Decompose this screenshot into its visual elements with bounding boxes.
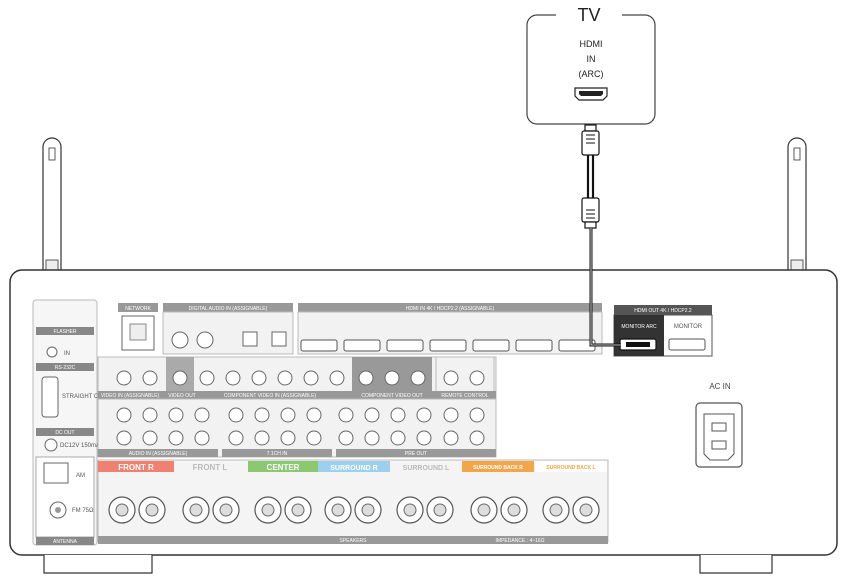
component-video-out-label: COMPONENT VIDEO OUT [361, 393, 422, 399]
straight-cable-label: STRAIGHT CABLE [62, 394, 114, 400]
hdmi-out-label: HDMI OUT 4K / HDCP2.2 [634, 308, 692, 314]
impedance-label: IMPEDANCE : 4~16Ω [496, 538, 545, 544]
rca-jacks-row1 [116, 370, 485, 386]
tv-hdmi-port-icon [574, 87, 608, 101]
tv-port-label-line1: HDMI [580, 39, 603, 49]
hdmi-in-ports [300, 339, 596, 352]
speaker-surround-back-r-strip [462, 461, 534, 472]
flasher-label: FLASHER [53, 329, 76, 335]
speaker-front-r-strip [98, 461, 174, 472]
hdmi-out-monitor-label: MONITOR [674, 324, 703, 330]
speaker-surround-l-label: SURROUND L [403, 465, 450, 472]
rs232c-label: RS-232C [55, 365, 76, 371]
audio-in-label: AUDIO IN (ASSIGNABLE) [129, 451, 188, 457]
network-label: NETWORK [125, 306, 151, 312]
digital-audio-in-label: DIGITAL AUDIO IN (ASSIGNABLE) [189, 306, 268, 312]
ch71-in-label: 7.1CH IN [267, 451, 288, 457]
dc-out-label: DC OUT [55, 430, 74, 436]
rs232c-port [41, 376, 59, 418]
fm-label: FM 75Ω [72, 508, 94, 514]
foot-right [699, 555, 773, 574]
hdmi-out-monitor-arc-label: MONITOR ARC [621, 324, 657, 330]
speaker-surround-back-r-label: SURROUND BACK R [473, 465, 523, 471]
speaker-center-strip [248, 461, 318, 472]
receiver: FLASHER IN RS-232C STRAIGHT CABLE DC OUT… [9, 228, 838, 574]
rca-jacks-row2 [116, 407, 485, 446]
hdmi-out-monitor-port [668, 338, 706, 351]
tv-port-label-line3: (ARC) [579, 69, 604, 79]
antenna-label: ANTENNA [53, 539, 78, 545]
speaker-center-label: CENTER [267, 463, 300, 472]
dc-out-spec-label: DC12V 150mA MAX [60, 443, 114, 449]
speaker-surround-r-strip [318, 461, 390, 472]
foot-left [43, 555, 153, 574]
flasher-in-label: IN [64, 351, 70, 357]
speaker-front-l-label: FRONT L [193, 463, 228, 472]
ac-in-label: AC IN [709, 382, 731, 391]
pre-out-label: PRE OUT [405, 451, 427, 457]
video-out-label: VIDEO OUT [168, 393, 196, 399]
cable-plug-top [584, 124, 597, 132]
remote-control-label: REMOTE CONTROL [441, 393, 488, 399]
hdmi-cable [581, 124, 600, 229]
speaker-front-r-label: FRONT R [118, 463, 154, 472]
tv-title: TV [577, 5, 600, 25]
am-label: AM [76, 473, 85, 479]
speaker-surround-r-label: SURROUND R [330, 465, 377, 472]
component-video-in-label: COMPONENT VIDEO IN (ASSIGNABLE) [224, 393, 316, 399]
hdmi-in-label: HDMI IN 4K / HDCP2.2 (ASSIGNABLE) [406, 306, 495, 312]
speaker-surround-back-l-strip [535, 461, 607, 472]
video-in-label: VIDEO IN (ASSIGNABLE) [101, 393, 160, 399]
speakers-label: SPEAKERS [340, 538, 368, 544]
tv: TV HDMI IN (ARC) [526, 5, 656, 125]
tv-port-label-line2: IN [587, 54, 596, 64]
speaker-surround-back-l-label: SURROUND BACK L [546, 465, 595, 471]
